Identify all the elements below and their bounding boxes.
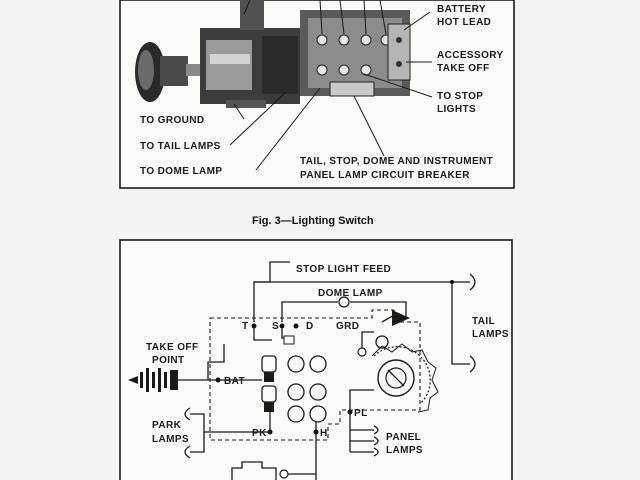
- terminal-screw: [360, 34, 372, 46]
- accessory-rivet: [396, 37, 402, 43]
- label-h: H: [320, 428, 328, 439]
- contact-circle: [309, 383, 327, 401]
- ground-symbol: [392, 310, 410, 326]
- contact-circle: [287, 405, 305, 423]
- grd-wire: [361, 331, 374, 348]
- dome-lamp-wire-right: [350, 301, 407, 318]
- contact-circle: [309, 405, 327, 423]
- top-leader-lines: [229, 0, 433, 171]
- label-d: D: [306, 321, 314, 332]
- panel-lamp: [373, 447, 379, 457]
- label-panel-lamps-2: LAMPS: [386, 445, 423, 456]
- switch-rod: [210, 54, 250, 64]
- rheostat-coil: [373, 346, 431, 405]
- label-to-stop-lights-1: TO STOP: [437, 91, 483, 102]
- panel-lamp-rheostat: [371, 343, 439, 413]
- label-park-lamps-1: PARK: [152, 420, 182, 431]
- contact-circle: [309, 355, 327, 373]
- label-to-ground: TO GROUND: [140, 115, 205, 126]
- label-to-stop-lights-2: LIGHTS: [437, 104, 476, 115]
- label-to-tail-lamps: TO TAIL LAMPS: [140, 141, 221, 152]
- label-tail-lamps-2: LAMPS: [472, 329, 509, 340]
- panel-lamp: [373, 425, 379, 435]
- lighting-switch-illustration: [135, 0, 411, 108]
- label-pk: PK: [252, 428, 267, 439]
- switch-knob-highlight: [138, 50, 154, 90]
- label-t: T: [242, 321, 249, 332]
- terminal-screw: [316, 64, 328, 76]
- terminal-screw: [360, 64, 372, 76]
- grd-terminal: [357, 347, 367, 357]
- switch-mount-bracket: [240, 0, 264, 30]
- label-grd: GRD: [336, 321, 359, 332]
- terminal-screw: [338, 34, 350, 46]
- tail-lamp-lower-wire: [451, 282, 470, 365]
- slider-contacts: [261, 335, 295, 412]
- dome-lamp-bulb: [338, 296, 350, 308]
- t-internal-wire: [253, 326, 272, 341]
- switch-lower-tab: [226, 100, 266, 108]
- dimmer-switch-partial: [231, 461, 316, 480]
- label-accessory-take-off-1: ACCESSORY: [437, 50, 504, 61]
- label-tail-lamps-1: TAIL: [472, 316, 495, 327]
- terminal-screw: [338, 64, 350, 76]
- figure-bottom: STOP LIGHT FEED TAIL LAMPS DOME LAMP T S…: [119, 239, 513, 480]
- switch-housing-side: [262, 36, 298, 94]
- dome-lamp-wire-left: [281, 301, 338, 322]
- label-to-dome-lamp: TO DOME LAMP: [140, 166, 222, 177]
- switch-housing-window: [206, 40, 252, 90]
- rheostat-zigzag: [371, 343, 439, 413]
- label-take-off-point-2: POINT: [152, 355, 185, 366]
- label-pl: PL: [354, 408, 368, 419]
- tail-lamp-upper: [469, 273, 476, 291]
- terminal-d: [293, 323, 299, 329]
- contact-circle: [375, 335, 389, 349]
- terminal-block-face: [308, 18, 402, 88]
- contact-circle: [287, 383, 305, 401]
- park-lamp-wire-lower: [190, 432, 205, 453]
- label-take-off-point-1: TAKE OFF: [146, 342, 198, 353]
- panel-lamp: [373, 436, 379, 446]
- accessory-plate: [387, 23, 411, 81]
- terminal-screw: [316, 34, 328, 46]
- park-lamp-lower: [184, 445, 191, 459]
- label-circuit-breaker-1: TAIL, STOP, DOME AND INSTRUMENT: [300, 156, 493, 167]
- park-lamp-upper: [184, 407, 191, 421]
- tail-lamp-lower: [469, 355, 476, 373]
- label-stop-light-feed: STOP LIGHT FEED: [296, 264, 391, 275]
- label-battery-hot-lead-1: BATTERY: [437, 4, 486, 15]
- switch-contacts: [287, 335, 389, 423]
- label-circuit-breaker-2: PANEL LAMP CIRCUIT BREAKER: [300, 170, 470, 181]
- battery-symbol: [128, 368, 178, 392]
- take-off-wire: [207, 344, 225, 380]
- switch-knob-collar: [160, 56, 188, 86]
- label-accessory-take-off-2: TAKE OFF: [437, 63, 489, 74]
- label-park-lamps-2: LAMPS: [152, 434, 189, 445]
- contact-circle: [287, 355, 305, 373]
- figure-caption: Fig. 3—Lighting Switch: [252, 215, 374, 227]
- figure-top: BATTERY HOT LEAD ACCESSORY TAKE OFF TO S…: [119, 0, 515, 189]
- switch-dashed-outline: [209, 309, 421, 441]
- circuit-breaker-body: [329, 81, 375, 97]
- label-battery-hot-lead-2: HOT LEAD: [437, 17, 491, 28]
- label-bat: BAT: [224, 376, 245, 387]
- park-lamp-wire-upper: [190, 413, 270, 433]
- label-panel-lamps-1: PANEL: [386, 432, 421, 443]
- accessory-rivet: [396, 61, 402, 67]
- pl-internal-wire: [349, 389, 374, 412]
- label-dome-lamp: DOME LAMP: [318, 288, 383, 299]
- label-s: S: [272, 321, 279, 332]
